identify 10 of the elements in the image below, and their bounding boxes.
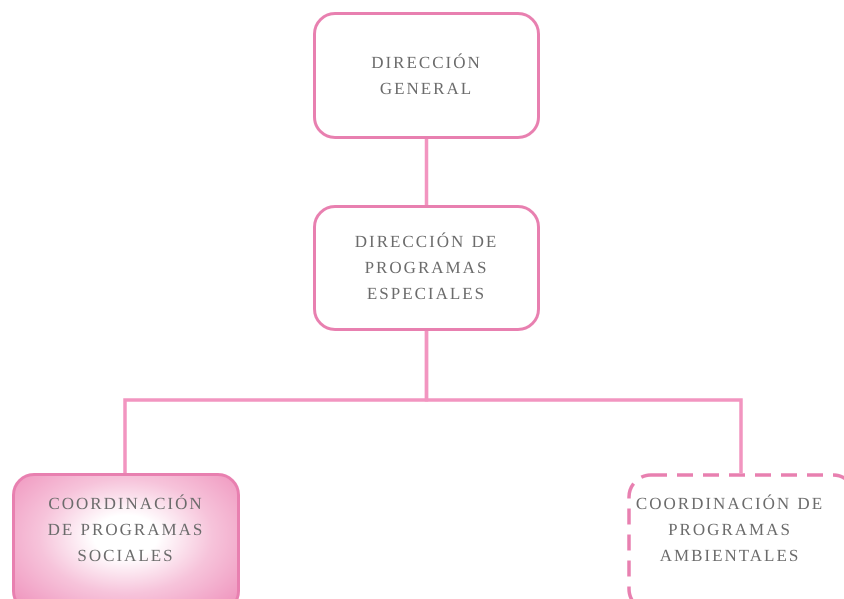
unit-title: DIRECCIÓN DE PROGRAMAS ESPECIALES [354, 231, 500, 305]
org-unit-box [627, 473, 844, 599]
connector-line [424, 139, 428, 205]
org-unit-box [12, 473, 240, 599]
org-unit-box [313, 12, 540, 139]
unit-title: COORDINACIÓN DE PROGRAMAS SOCIALES [46, 493, 206, 567]
connector-line [424, 331, 743, 473]
unit-title: DIRECCIÓN GENERAL [370, 52, 483, 100]
unit-title: COORDINACIÓN DE PROGRAMAS AMBIENTALES [634, 493, 826, 567]
org-unit-box [313, 205, 540, 331]
